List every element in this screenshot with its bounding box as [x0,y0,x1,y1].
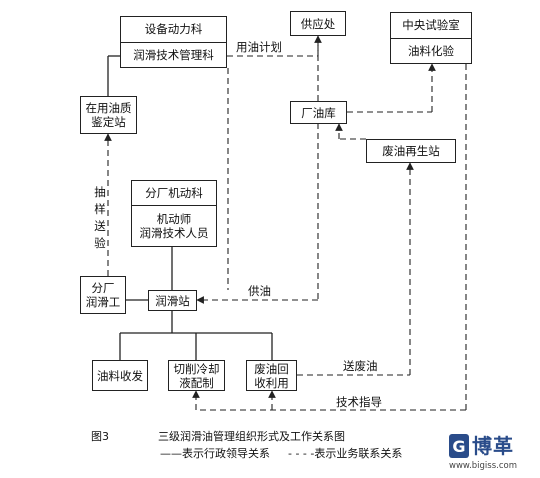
label-oil-supply: 供油 [248,284,271,298]
figure-title: 三级润滑油管理组织形式及工作关系图 [158,430,345,443]
node-oil-receiving: 油料收发 [92,360,148,391]
legend-dashed: - - - -表示业务联系关系 [288,447,403,460]
oil-quality-station-label: 在用油质 鉴定站 [85,101,132,129]
dashed-connectors [104,35,467,411]
figure-number: 图3 [91,430,109,443]
brand-mark-icon: G [449,434,469,458]
supply-office-label: 供应处 [300,16,336,31]
central-lab-title: 中央试验室 [402,18,460,33]
cutting-coolant-label: 切削冷却 液配制 [173,361,220,390]
node-waste-oil-recycle: 废油回 收利用 [246,360,297,391]
central-lab-subunit: 油料化验 [391,37,471,64]
waste-oil-recycle-label: 废油回 收利用 [254,361,289,390]
node-branch-lube-worker: 分厂 润滑工 [80,276,126,314]
node-supply-office: 供应处 [290,11,346,36]
brand-logo: G 博革 www.bigiss.com [449,432,537,476]
node-oil-quality-station: 在用油质 鉴定站 [80,96,137,134]
oil-receiving-label: 油料收发 [97,368,143,383]
branch-power-dept-staff: 机动师 润滑技术人员 [132,205,216,246]
node-cutting-coolant: 切削冷却 液配制 [168,360,225,391]
brand-name: 博革 [472,434,514,458]
waste-oil-regen-label: 废油再生站 [382,144,440,158]
label-oil-plan: 用油计划 [236,40,282,54]
lube-station-label: 润滑站 [155,293,190,308]
oil-depot-label: 厂油库 [301,105,336,120]
equipment-dept-title: 设备动力科 [144,22,203,37]
node-waste-oil-regen: 废油再生站 [366,139,456,163]
branch-lube-worker-label: 分厂 润滑工 [85,281,121,309]
label-send-waste-oil: 送废油 [343,359,378,373]
node-central-lab: 中央试验室 油料化验 [390,12,472,64]
solid-connectors [107,55,273,360]
equipment-dept-subunit: 润滑技术管理科 [121,41,226,68]
svg-text:G: G [452,437,465,456]
brand-url: www.bigiss.com [449,461,518,471]
legend-solid: ——表示行政领导关系 [160,447,270,460]
label-sampling: 抽样送验 [94,185,106,250]
node-branch-power-dept: 分厂机动科 机动师 润滑技术人员 [131,180,217,247]
label-tech-guidance: 技术指导 [336,395,382,409]
node-equipment-dept: 设备动力科 润滑技术管理科 [120,16,227,68]
node-lube-station: 润滑站 [148,290,197,311]
node-oil-depot: 厂油库 [290,101,347,124]
branch-power-dept-title: 分厂机动科 [145,186,203,200]
